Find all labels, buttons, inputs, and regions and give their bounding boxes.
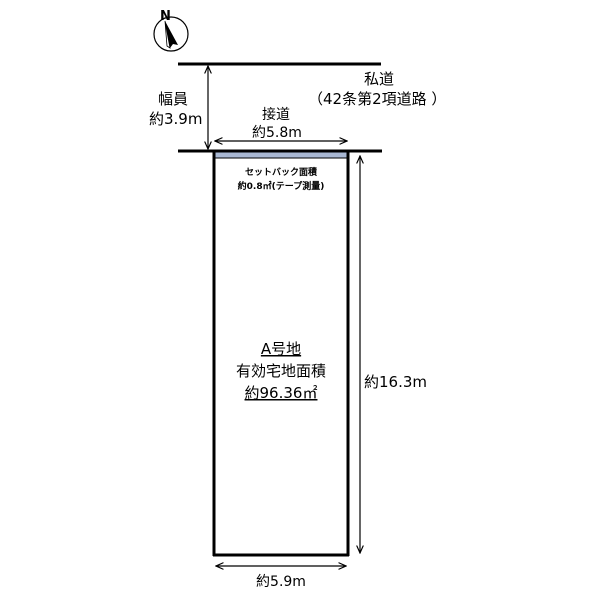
setback-strip xyxy=(213,151,349,159)
road-name: 私道 xyxy=(364,70,394,88)
frontage-value: 約5.8m xyxy=(252,125,302,141)
compass-needle-light xyxy=(164,20,171,49)
setback-label: セットバック面積 xyxy=(245,166,318,178)
lot-area-label: 有効宅地面積 xyxy=(236,362,326,380)
compass-north-label: N xyxy=(160,9,171,24)
compass-needle xyxy=(165,21,178,48)
north-compass-icon: N xyxy=(153,9,189,52)
frontage-label: 接道 xyxy=(262,106,290,123)
road-width-label: 幅員 xyxy=(158,90,188,108)
lot-area-value: 約96.36㎡ xyxy=(245,384,318,402)
lot-rear-width-value: 約5.9m xyxy=(256,574,306,590)
road-type: （42条第2項道路 ） xyxy=(308,90,446,108)
lot-depth-value: 約16.3m xyxy=(364,373,427,391)
road-width-value: 約3.9m xyxy=(149,110,202,128)
lot-name: A号地 xyxy=(261,340,301,358)
setback-value: 約0.8㎡(テープ測量) xyxy=(238,180,325,192)
